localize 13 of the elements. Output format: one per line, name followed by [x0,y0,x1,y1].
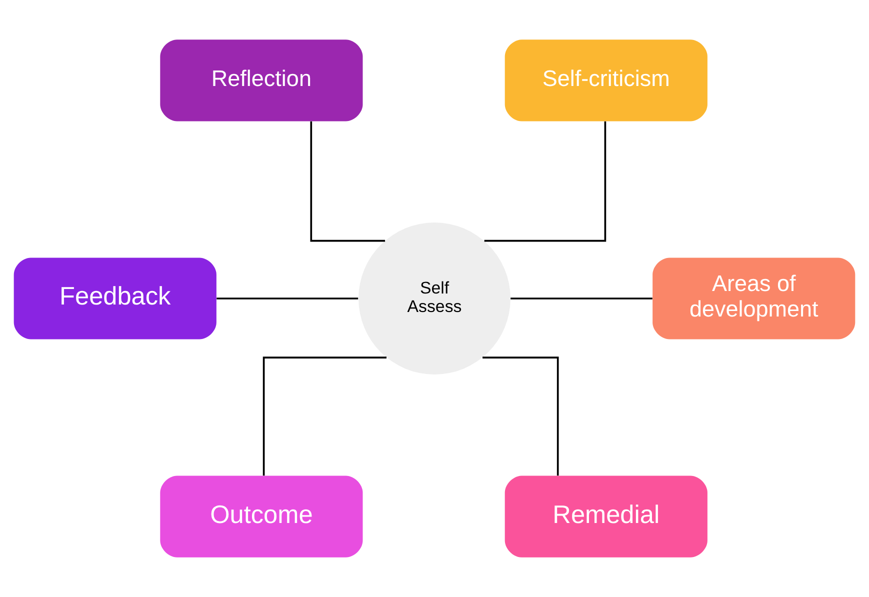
connector [482,356,559,476]
node-box: Feedback [14,258,216,340]
node-circle: Self Assess [358,222,510,374]
connector [310,121,386,242]
node-box: Areas of development [652,258,856,340]
connector [510,298,652,300]
node-box: Self-criticism [504,40,708,122]
node-box: Remedial [504,476,708,558]
connector [216,298,358,300]
connector [484,121,606,242]
node-box: Outcome [160,476,363,558]
connector [262,356,386,476]
node-box: Reflection [160,40,363,122]
